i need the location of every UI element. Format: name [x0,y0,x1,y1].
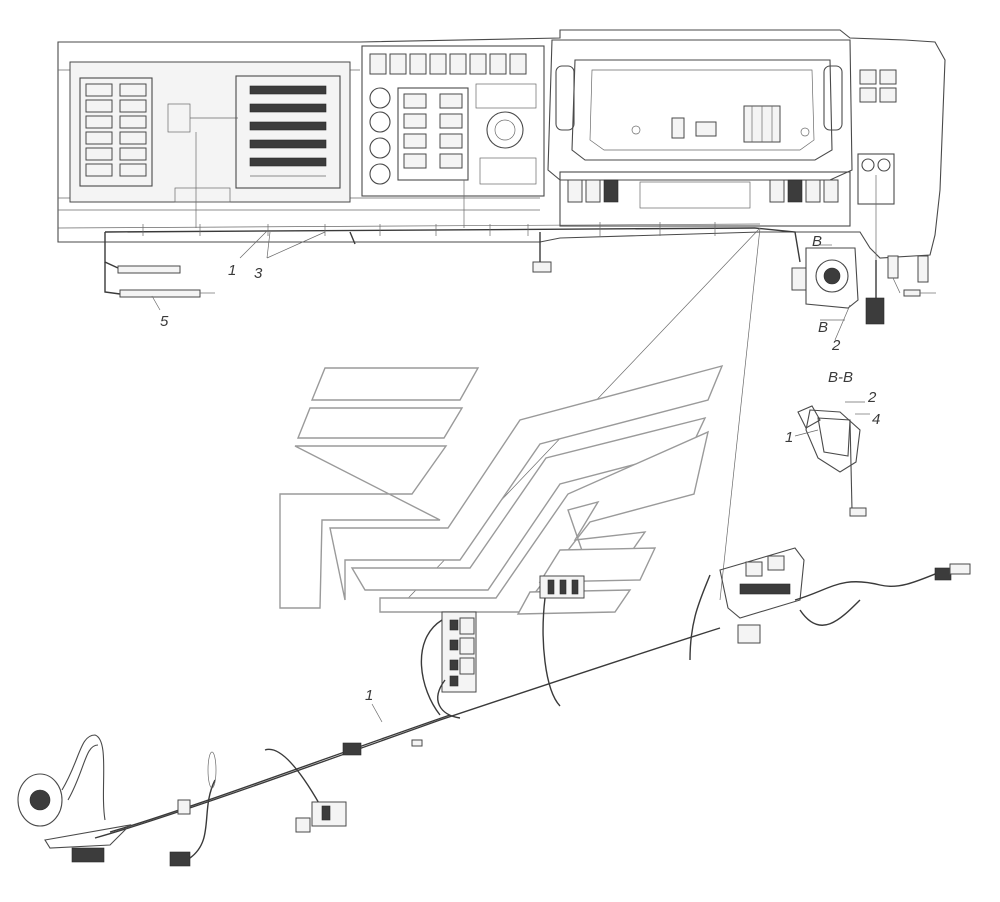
callout-right-b-top: B [812,233,822,250]
leaders-top [151,229,851,341]
leader-bottom-1 [371,703,383,723]
relay-block-center-left [235,75,341,189]
callouts: 1 3 5 B B 2 B-B 2 4 1 1 [160,233,880,723]
fuse-block-left [69,61,351,228]
harness-assembly [17,547,971,867]
relay-stack [420,611,477,719]
dashboard-panel [57,29,946,325]
callout-section-4: 4 [872,411,880,428]
instrument-cluster [547,39,853,227]
callout-section-2: 2 [867,389,877,406]
right-switch-panel [857,69,897,260]
switch-panel [361,45,545,228]
watermark-emblem [279,364,724,615]
section-b-b-detail [794,401,870,517]
callout-section-1: 1 [785,429,793,446]
fuse-block-harness [689,547,971,661]
callout-top-5: 5 [160,313,169,330]
callout-bottom-1: 1 [365,687,373,704]
round-connector [17,734,132,863]
projection-line-right [719,227,761,601]
callout-top-1: 1 [228,262,236,279]
callout-top-3: 3 [254,265,263,282]
section-title: B-B [828,369,853,386]
callout-right-2: 2 [831,337,841,354]
callout-right-b-bottom: B [818,319,828,336]
